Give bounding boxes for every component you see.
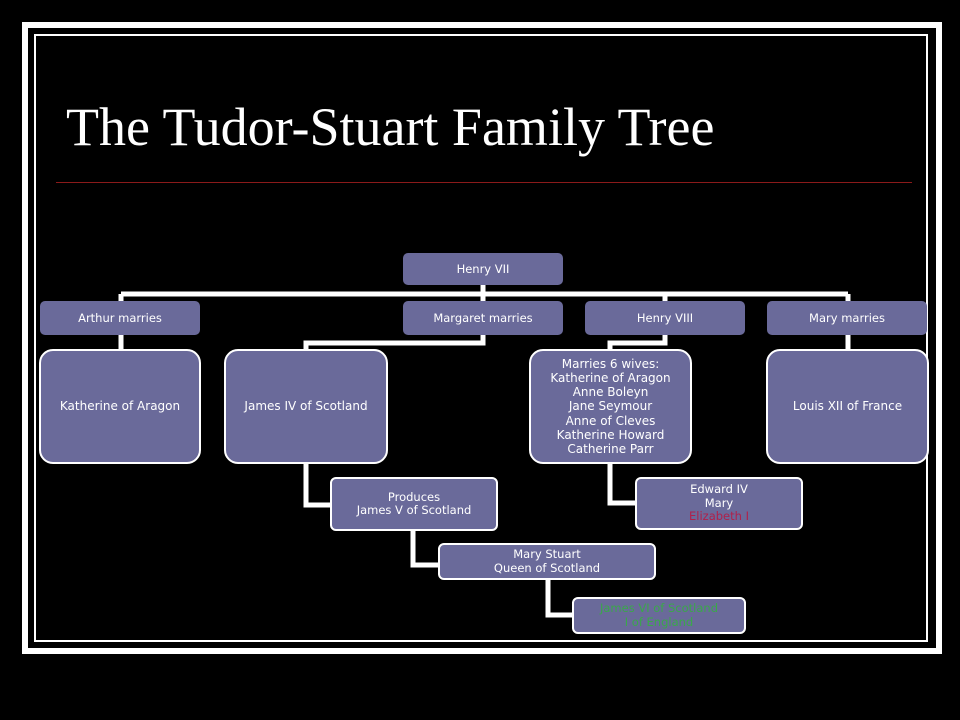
node-mary-marries: Mary marries (767, 301, 927, 335)
node-text: Louis XII of France (793, 399, 902, 413)
slide-inner-frame (34, 34, 928, 642)
connector-henryviii-wives (607, 335, 668, 349)
node-text-line: Katherine Howard (556, 427, 665, 442)
node-katherine-of-aragon: Katherine of Aragon (39, 349, 201, 464)
node-text-line: James IV of Scotland (244, 399, 368, 414)
node-james-iv: James IV of Scotland (224, 349, 388, 464)
node-text-line: Katherine of Aragon (550, 370, 671, 385)
node-text: Margaret marries (433, 311, 532, 325)
node-henry-viii: Henry VIII (585, 301, 745, 335)
node-text-line: Anne of Cleves (565, 413, 656, 428)
node-text-line: Marries 6 wives: (561, 356, 660, 371)
node-text: Arthur marries (78, 311, 162, 325)
node-text-line: Arthur marries (78, 311, 162, 325)
node-text-line: Elizabeth I (689, 509, 749, 524)
node-text-line: Louis XII of France (792, 399, 903, 414)
node-text: Henry VII (457, 262, 510, 276)
node-henry-vii: Henry VII (403, 253, 563, 285)
node-text-line: Edward IV (690, 482, 748, 497)
node-margaret-marries: Margaret marries (403, 301, 563, 335)
node-text-line: Produces (387, 489, 441, 504)
node-text-line: James VI of Scotland (599, 601, 718, 615)
connector-root-bar (118, 285, 851, 301)
node-text-line: Queen of Scotland (493, 560, 601, 575)
connector-marystuart-jamesvi (545, 580, 574, 618)
node-text-line: Margaret marries (433, 311, 533, 325)
node-text-line: Katherine of Aragon (59, 399, 181, 414)
node-louis-xii: Louis XII of France (766, 349, 929, 464)
node-text-line: Catherine Parr (567, 442, 654, 456)
node-text-line: Mary (704, 495, 734, 510)
connector-produces-marystuart (410, 531, 440, 568)
node-text-line: Mary Stuart (513, 547, 581, 561)
node-text: James IV of Scotland (244, 399, 367, 413)
node-text: Katherine of Aragon (60, 399, 180, 413)
node-arthur-marries: Arthur marries (40, 301, 200, 335)
title-underline (56, 182, 912, 183)
node-text: Mary marries (809, 311, 885, 325)
slide-title: The Tudor-Stuart Family Tree (66, 97, 715, 157)
connector-wives-children (607, 464, 637, 506)
node-text-line: Henry VII (456, 262, 510, 276)
node-text-line: Mary marries (809, 311, 885, 325)
node-text-line: Jane Seymour (568, 399, 653, 414)
node-text-line: Anne Boleyn (572, 385, 649, 400)
connector-margaret-jamesiv (303, 335, 486, 349)
node-text-line: I of England (624, 614, 694, 629)
node-text-line: Henry VIII (636, 311, 694, 325)
slide-outer-frame (22, 22, 942, 654)
node-text: Henry VIII (637, 311, 693, 325)
node-text-line: James V of Scotland (356, 503, 472, 517)
connector-jamesiv-produces (303, 464, 332, 508)
